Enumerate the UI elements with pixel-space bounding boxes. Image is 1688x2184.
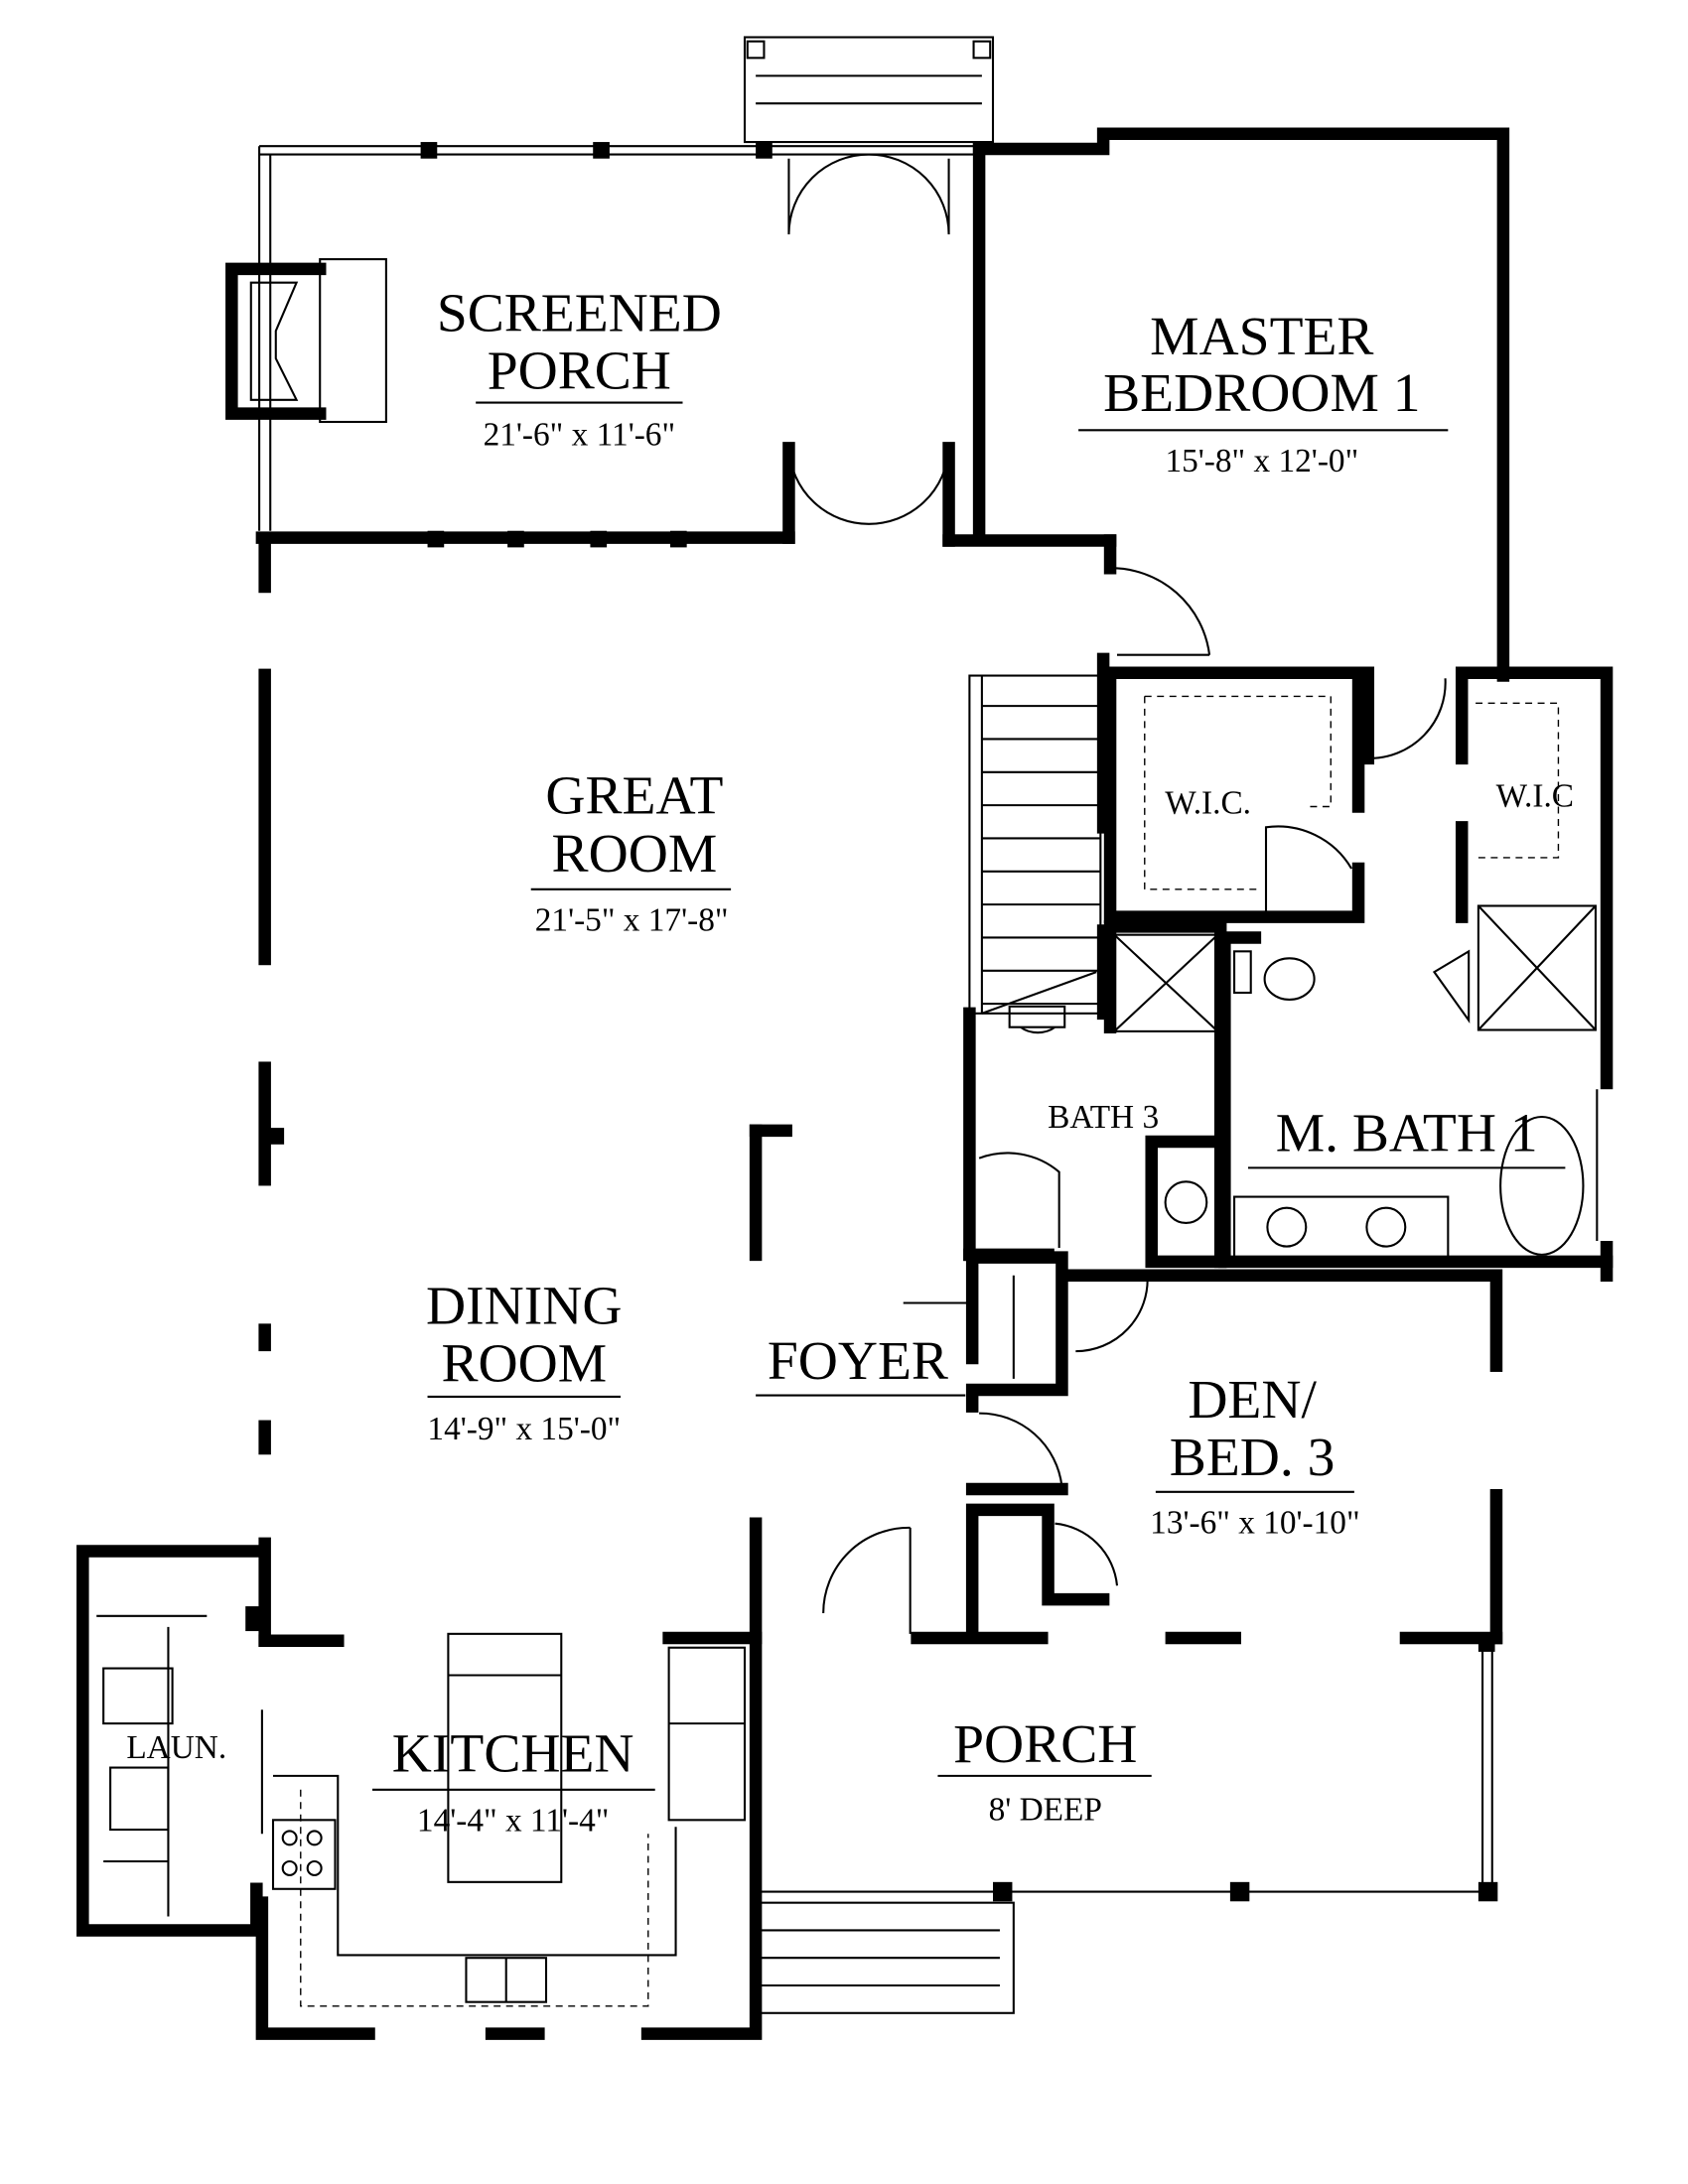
den-name-2: BED. 3	[1170, 1427, 1336, 1488]
porch-label: PORCH	[953, 1713, 1137, 1775]
master-bath-walls	[1218, 931, 1614, 1269]
bath-3-walls	[963, 920, 1227, 1269]
wic-1-label: W.I.C.	[1165, 784, 1251, 821]
screened-porch-name-2: PORCH	[488, 341, 671, 402]
great-room-name-2: ROOM	[552, 823, 718, 885]
master-bedroom-size: 15'-8" x 12'-0"	[1165, 443, 1358, 479]
screened-porch-name-1: SCREENED	[437, 282, 722, 343]
bath-3-label: BATH 3	[1048, 1099, 1159, 1136]
foyer-label: FOYER	[768, 1330, 948, 1392]
back-steps	[743, 36, 995, 144]
kitchen-walls	[255, 1631, 763, 2041]
kitchen-size: 14'-4" x 11'-4"	[417, 1802, 610, 1839]
wic-1-walls	[1103, 666, 1365, 923]
wic-2-label: W.I.C	[1496, 778, 1574, 815]
laundry-label: LAUN.	[126, 1729, 226, 1766]
great-room-name-1: GREAT	[545, 764, 723, 826]
den-size: 13'-6" x 10'-10"	[1150, 1504, 1359, 1541]
master-bedroom-name-2: BEDROOM 1	[1103, 362, 1420, 424]
foyer-den-walls	[822, 1251, 1503, 1645]
kitchen-label: KITCHEN	[392, 1723, 634, 1785]
dining-room-size: 14'-9" x 15'-0"	[427, 1411, 621, 1447]
master-bath-label: M. BATH 1	[1276, 1103, 1538, 1164]
laundry-walls	[76, 1545, 263, 1937]
master-bedroom-name-1: MASTER	[1150, 306, 1373, 367]
dining-room-name-1: DINING	[426, 1275, 622, 1336]
great-room-size: 21'-5" x 17'-8"	[535, 902, 729, 939]
exterior-left-wall	[257, 534, 792, 1648]
master-bedroom-walls	[972, 127, 1510, 682]
porch-depth: 8' DEEP	[989, 1791, 1102, 1828]
staircase	[963, 652, 1110, 1262]
front-porch	[756, 1635, 1498, 2014]
screened-porch-walls	[255, 142, 1117, 548]
dining-room-name-2: ROOM	[441, 1333, 607, 1395]
den-name-1: DEN/	[1188, 1369, 1317, 1431]
fireplace	[225, 258, 387, 424]
wic-2-walls	[1361, 666, 1614, 1282]
screened-porch-size: 21'-6" x 11'-6"	[484, 417, 676, 454]
